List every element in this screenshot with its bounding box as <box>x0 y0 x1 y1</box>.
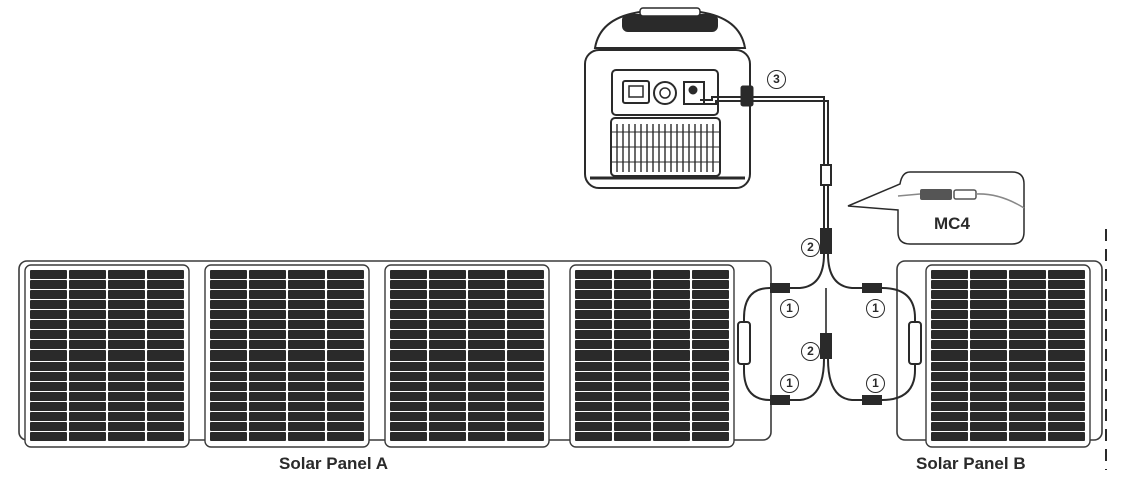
callout-panel-a-cable-lower: 1 <box>780 374 799 393</box>
mc4-connector-icon <box>897 189 1025 209</box>
callout-panel-b-cable-lower: 1 <box>866 374 885 393</box>
cable-harness <box>700 96 922 405</box>
solar-panel-b <box>896 260 1103 447</box>
panel-b-label: Solar Panel B <box>916 454 1026 473</box>
callout-panel-a-cable-upper: 1 <box>780 299 799 318</box>
callout-y-branch-upper: 2 <box>801 238 820 257</box>
solar-panel-a <box>18 260 772 447</box>
callout-power-cable: 3 <box>767 70 786 89</box>
mc4-inset <box>847 171 1025 245</box>
power-station <box>584 7 754 189</box>
callout-panel-b-cable-upper: 1 <box>866 299 885 318</box>
callout-y-branch-lower: 2 <box>801 342 820 361</box>
panel-a-label: Solar Panel A <box>279 454 388 473</box>
mc4-label: MC4 <box>934 214 970 233</box>
